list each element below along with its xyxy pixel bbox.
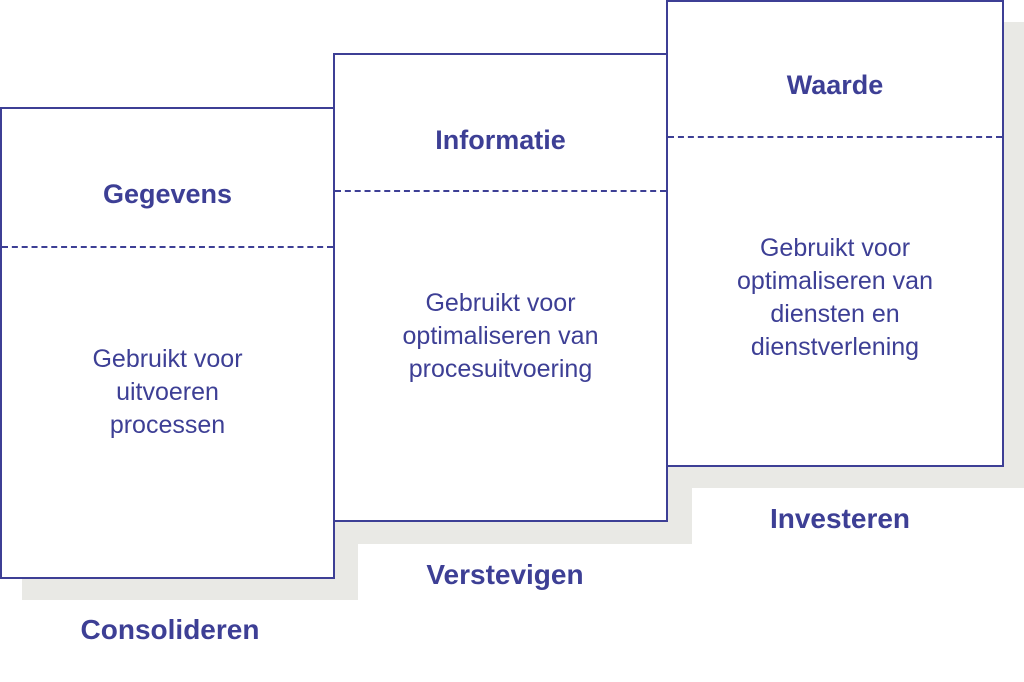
- dashed-divider: [2, 246, 333, 248]
- description-line: optimaliseren van: [402, 322, 599, 350]
- stage-card-waarde: Waarde Gebruikt voor optimaliseren van d…: [666, 0, 1004, 467]
- description-line: optimaliseren van: [737, 267, 933, 295]
- description-line: diensten en: [770, 300, 900, 328]
- description-line: Gebruikt voor: [425, 289, 576, 317]
- description-line: dienstverlening: [750, 333, 920, 361]
- stage-description: Gebruikt voor uitvoeren processen: [2, 343, 333, 442]
- stage-description: Gebruikt voor optimaliseren van procesui…: [335, 287, 666, 386]
- description-line: procesuitvoering: [408, 355, 593, 383]
- stage-card-informatie: Informatie Gebruikt voor optimaliseren v…: [333, 53, 668, 522]
- stage-description: Gebruikt voor optimaliseren van diensten…: [668, 232, 1002, 364]
- step-label-investeren: Investeren: [769, 503, 911, 534]
- description-line: uitvoeren: [116, 378, 219, 406]
- stage-title: Gegevens: [102, 179, 233, 209]
- stage-title: Waarde: [786, 70, 884, 100]
- description-line: Gebruikt voor: [759, 234, 911, 262]
- step-label-verstevigen: Verstevigen: [426, 559, 584, 590]
- dashed-divider: [668, 136, 1002, 138]
- description-line: processen: [109, 411, 226, 439]
- step-label-consolideren: Consolideren: [80, 614, 260, 645]
- stage-title: Informatie: [435, 125, 566, 155]
- description-line: Gebruikt voor: [92, 345, 243, 373]
- stage-card-gegevens: Gegevens Gebruikt voor uitvoeren process…: [0, 107, 335, 579]
- dashed-divider: [335, 190, 666, 192]
